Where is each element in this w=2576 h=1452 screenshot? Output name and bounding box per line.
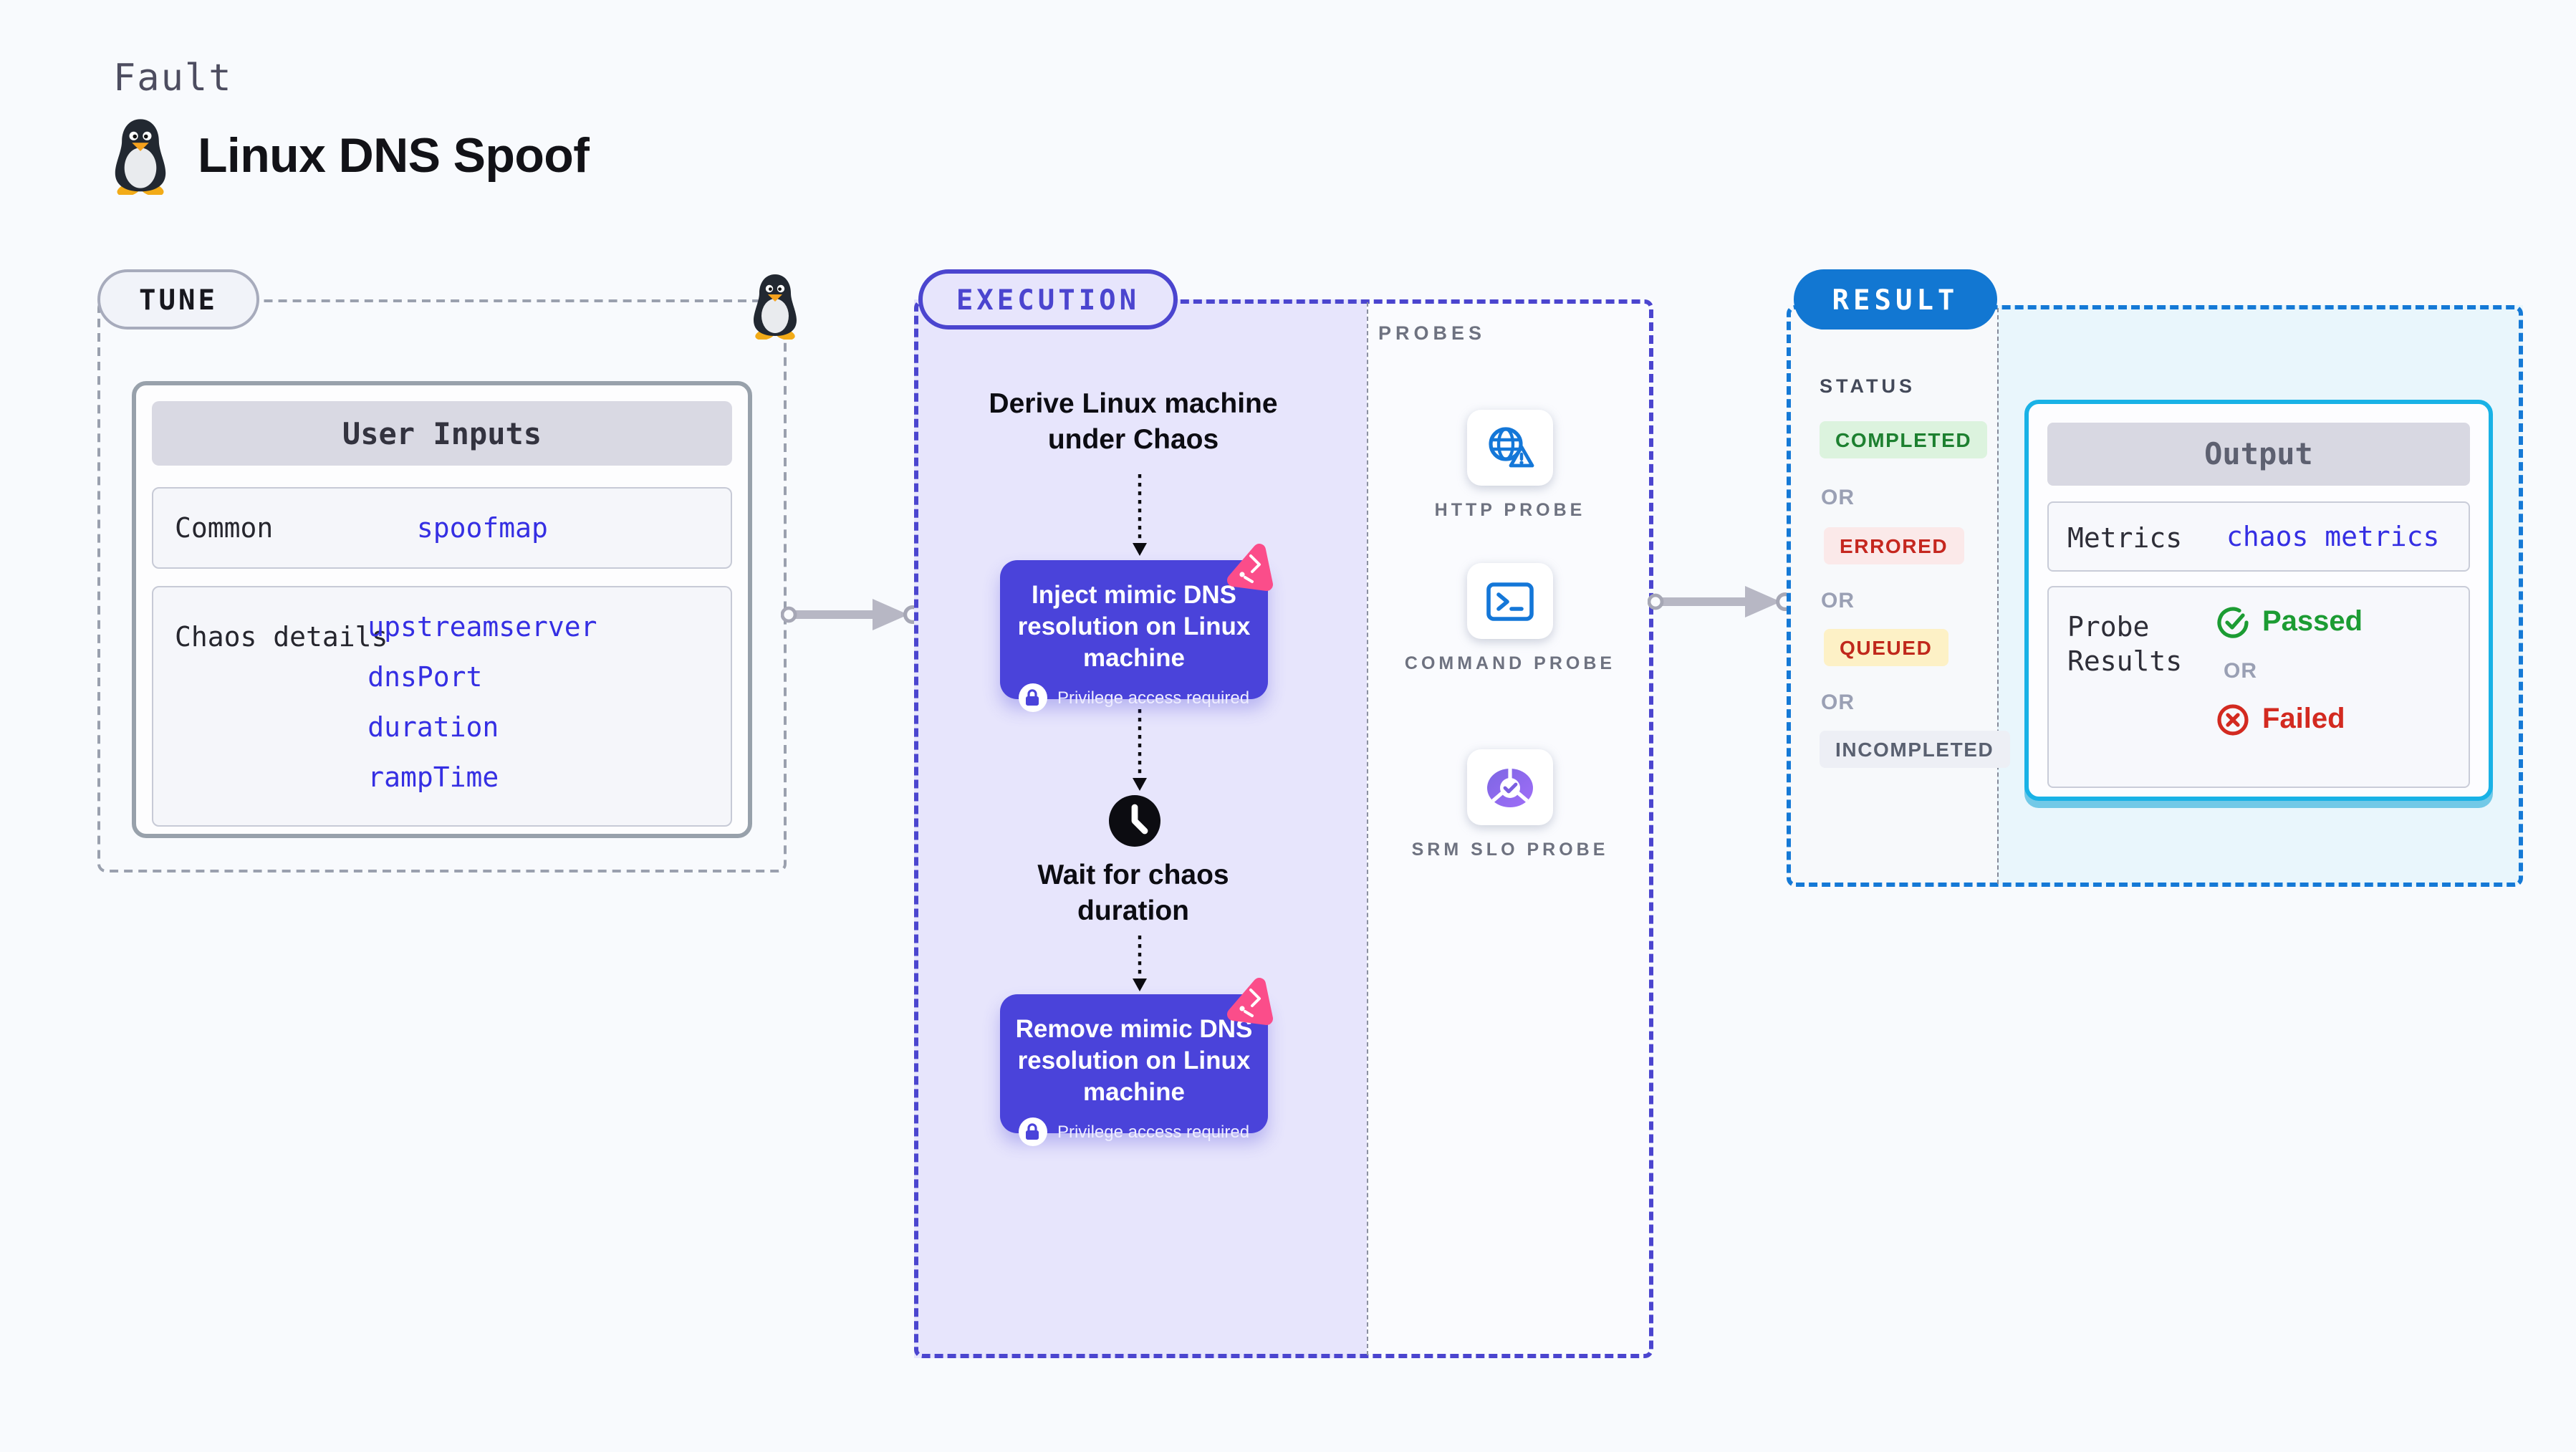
status-heading: STATUS bbox=[1820, 375, 1916, 397]
execution-probes-divider bbox=[1367, 302, 1368, 1355]
metrics-label: Metrics bbox=[2067, 523, 2183, 554]
output-header: Output bbox=[2047, 423, 2470, 486]
row-value-dnsport: dnsPort bbox=[367, 662, 483, 693]
tune-section bbox=[97, 299, 787, 872]
passed-result: Passed bbox=[2216, 606, 2363, 639]
user-inputs-table: User Inputs Common spoofmap Chaos detail… bbox=[132, 381, 752, 838]
x-circle-icon bbox=[2217, 704, 2249, 736]
row-label: Chaos details bbox=[175, 622, 388, 653]
tune-section-label: TUNE bbox=[97, 269, 259, 330]
table-row-chaos-details: Chaos details upstreamserver dnsPort dur… bbox=[152, 586, 732, 827]
status-column-background bbox=[1787, 305, 1997, 887]
row-value-upstreamserver: upstreamserver bbox=[367, 612, 597, 643]
globe-alert-icon bbox=[1489, 426, 1534, 467]
status-badge-incompleted: INCOMPLETED bbox=[1820, 731, 2010, 768]
inject-step-title: Inject mimic DNS resolution on Linux mac… bbox=[1017, 580, 1251, 672]
row-value-spoofmap: spoofmap bbox=[416, 513, 548, 544]
terminal-icon bbox=[1486, 582, 1534, 620]
or-separator: OR bbox=[1821, 486, 1855, 510]
or-separator: OR bbox=[2224, 659, 2257, 683]
probe-results-row: Probe Results Passed OR Failed bbox=[2047, 586, 2470, 788]
wait-step-text: Wait for chaos duration bbox=[1037, 860, 1229, 927]
flow-arrow-down-icon bbox=[1133, 936, 1147, 991]
lock-icon bbox=[1018, 1117, 1047, 1146]
derive-step-text: Derive Linux machine under Chaos bbox=[989, 388, 1278, 456]
probe-results-label: Probe Results bbox=[2067, 612, 2183, 678]
check-circle-icon bbox=[2217, 607, 2249, 638]
slo-pie-check-icon bbox=[1487, 768, 1533, 807]
inject-chaos-step: Inject mimic DNS resolution on Linux mac… bbox=[1000, 560, 1268, 712]
or-separator: OR bbox=[1821, 589, 1855, 613]
row-value-duration: duration bbox=[367, 712, 499, 744]
lock-icon bbox=[1018, 683, 1047, 712]
failed-result: Failed bbox=[2216, 703, 2363, 736]
row-label: Common bbox=[175, 513, 274, 544]
execution-section bbox=[914, 299, 1653, 1358]
srm-slo-probe-card bbox=[1467, 749, 1553, 825]
flow-arrow-down-icon bbox=[1133, 709, 1147, 791]
result-section bbox=[1787, 305, 2523, 887]
privilege-note: Privilege access required bbox=[1014, 683, 1254, 712]
table-row-common: Common spoofmap bbox=[152, 487, 732, 569]
result-section-label: RESULT bbox=[1794, 269, 1997, 330]
http-probe-label: HTTP PROBE bbox=[1434, 500, 1586, 520]
status-badge-completed: COMPLETED bbox=[1820, 421, 1988, 458]
privilege-note-text: Privilege access required bbox=[1057, 1122, 1250, 1142]
status-output-divider bbox=[1997, 308, 1999, 884]
tux-penguin-small-icon bbox=[754, 274, 797, 340]
passed-label: Passed bbox=[2262, 606, 2363, 638]
tune-to-execution-arrow bbox=[781, 599, 923, 630]
execution-to-result-arrow bbox=[1648, 586, 1795, 617]
metrics-value: chaos metrics bbox=[2226, 521, 2440, 553]
status-badge-queued: QUEUED bbox=[1824, 629, 1948, 666]
clock-icon bbox=[1109, 795, 1160, 847]
user-inputs-header: User Inputs bbox=[152, 401, 732, 466]
output-panel: Output Metrics chaos metrics Probe Resul… bbox=[2024, 400, 2493, 801]
execution-section-label: EXECUTION bbox=[918, 269, 1178, 330]
chaos-logo-icon bbox=[1227, 978, 1273, 1025]
chaos-logo-icon bbox=[1227, 544, 1273, 591]
http-probe-card bbox=[1467, 410, 1553, 486]
page-title: Linux DNS Spoof bbox=[198, 129, 590, 183]
probe-results-values: Passed OR Failed bbox=[2216, 606, 2363, 736]
metrics-row: Metrics chaos metrics bbox=[2047, 501, 2470, 572]
privilege-note-text: Privilege access required bbox=[1057, 688, 1250, 708]
remove-step-title: Remove mimic DNS resolution on Linux mac… bbox=[1015, 1014, 1253, 1106]
flow-arrow-down-icon bbox=[1133, 474, 1147, 556]
failed-label: Failed bbox=[2262, 703, 2345, 735]
srm-slo-probe-label: SRM SLO PROBE bbox=[1411, 840, 1609, 860]
or-separator: OR bbox=[1821, 691, 1855, 715]
row-value-ramptime: rampTime bbox=[367, 762, 499, 794]
command-probe-label: COMMAND PROBE bbox=[1404, 653, 1616, 673]
fault-kicker: Fault bbox=[113, 57, 233, 100]
probes-zone-label: PROBES bbox=[1378, 322, 1486, 344]
tux-penguin-icon bbox=[115, 119, 166, 195]
status-badge-errored: ERRORED bbox=[1824, 527, 1964, 564]
privilege-note: Privilege access required bbox=[1014, 1117, 1254, 1146]
command-probe-card bbox=[1467, 563, 1553, 639]
chaos-details-values: upstreamserver dnsPort duration rampTime bbox=[367, 612, 597, 794]
remove-chaos-step: Remove mimic DNS resolution on Linux mac… bbox=[1000, 994, 1268, 1146]
